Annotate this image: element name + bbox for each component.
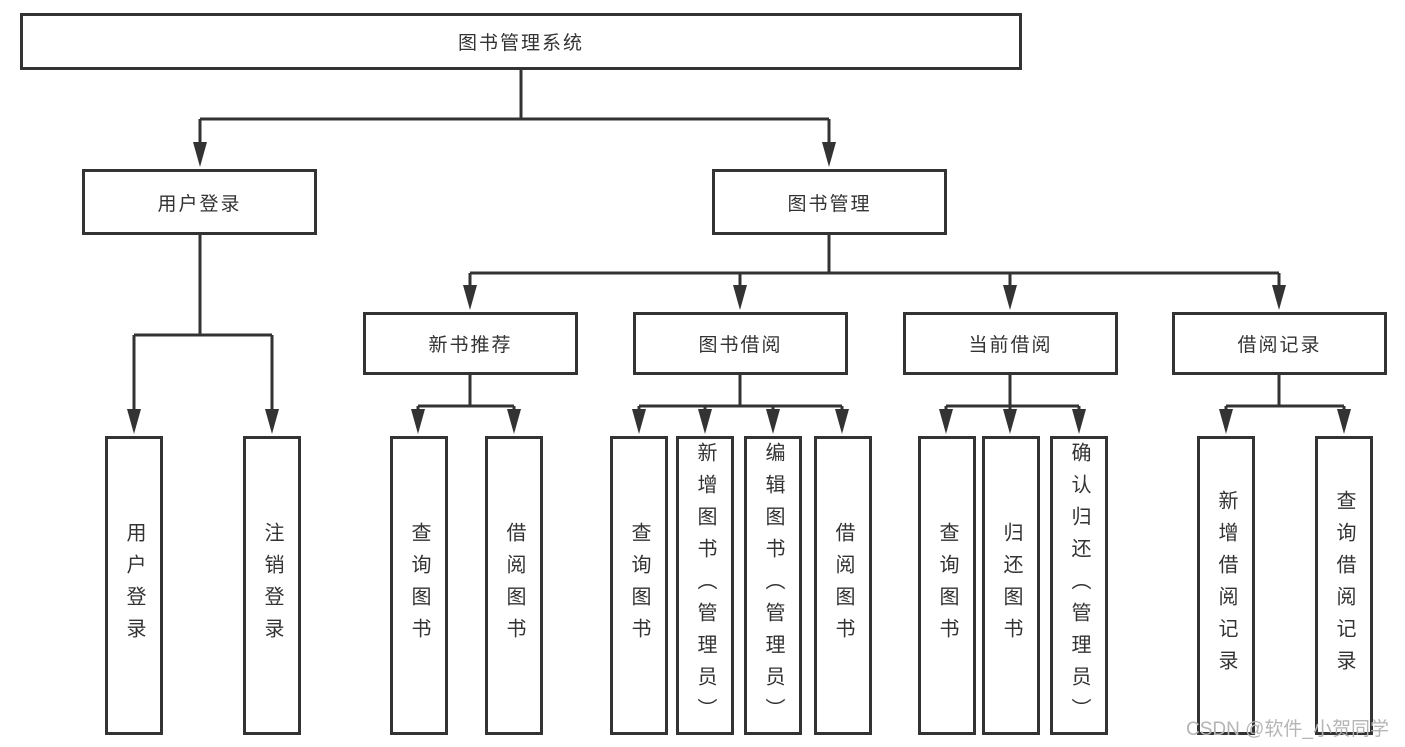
leaf-label: 编辑图书（管理员） — [762, 441, 784, 730]
leaf-label: 确认归还（管理员） — [1068, 441, 1090, 730]
leaf-user-login: 用户登录 — [105, 436, 163, 735]
node-label: 借阅记录 — [1237, 335, 1322, 356]
arrow-down-icon — [1072, 409, 1086, 434]
leaf-confirm-return-admin: 确认归还（管理员） — [1050, 436, 1108, 735]
node-label: 新书推荐 — [428, 335, 513, 356]
arrow-down-icon — [939, 409, 953, 434]
leaf-label: 查询借阅记录 — [1333, 489, 1355, 682]
node-label: 用户登录 — [157, 193, 242, 215]
connector-bookmgmt-to-level3 — [468, 235, 1281, 289]
arrow-down-icon — [507, 409, 521, 434]
leaf-add-borrow-record: 新增借阅记录 — [1197, 436, 1255, 735]
arrow-down-icon — [265, 409, 279, 434]
csdn-watermark: CSDN @软件_小贺同学 — [1186, 719, 1389, 740]
leaf-label: 新增借阅记录 — [1215, 489, 1237, 682]
node-book-management: 图书管理 — [712, 169, 947, 235]
leaf-borrow-books-recommend: 借阅图书 — [485, 436, 543, 735]
leaf-query-books-current: 查询图书 — [918, 436, 976, 735]
arrowheads — [127, 142, 1351, 434]
leaf-edit-book-admin: 编辑图书（管理员） — [744, 436, 802, 735]
leaf-query-books-borrowing: 查询图书 — [610, 436, 668, 735]
node-label: 图书管理系统 — [457, 33, 584, 54]
connector-records-to-leaves — [1224, 375, 1346, 413]
node-label: 图书借阅 — [698, 335, 783, 356]
arrow-down-icon — [1219, 409, 1233, 434]
arrow-down-icon — [632, 409, 646, 434]
leaf-logout: 注销登录 — [243, 436, 301, 735]
arrow-down-icon — [1003, 409, 1017, 434]
leaf-return-book: 归还图书 — [982, 436, 1040, 735]
connector-root-to-level2 — [198, 69, 831, 147]
leaf-query-books-recommend: 查询图书 — [390, 436, 448, 735]
connector-newbook-to-leaves — [416, 375, 516, 413]
node-label: 图书管理 — [787, 193, 872, 215]
leaf-add-book-admin: 新增图书（管理员） — [676, 436, 734, 735]
leaf-label: 借阅图书 — [503, 521, 525, 650]
arrow-down-icon — [411, 409, 425, 434]
node-library-management-system: 图书管理系统 — [20, 13, 1022, 70]
arrow-down-icon — [835, 409, 849, 434]
leaf-label: 新增图书（管理员） — [694, 441, 716, 730]
arrow-down-icon — [698, 409, 712, 434]
leaf-label: 查询图书 — [408, 521, 430, 650]
connector-borrowing-to-leaves — [637, 375, 844, 413]
node-new-book-recommendation: 新书推荐 — [363, 312, 578, 375]
arrow-down-icon — [127, 409, 141, 434]
node-user-login: 用户登录 — [82, 169, 317, 235]
arrow-down-icon — [463, 285, 477, 310]
leaf-label: 查询图书 — [936, 521, 958, 650]
arrow-down-icon — [1003, 285, 1017, 310]
leaf-label: 注销登录 — [261, 521, 283, 650]
node-label: 当前借阅 — [968, 335, 1053, 356]
arrow-down-icon — [1337, 409, 1351, 434]
connector-current-to-leaves — [944, 375, 1081, 413]
leaf-query-borrow-record: 查询借阅记录 — [1315, 436, 1373, 735]
node-borrowing-records: 借阅记录 — [1172, 312, 1387, 375]
leaf-label: 查询图书 — [628, 521, 650, 650]
node-current-borrowing: 当前借阅 — [903, 312, 1118, 375]
arrow-down-icon — [766, 409, 780, 434]
leaf-borrow-books-borrowing: 借阅图书 — [814, 436, 872, 735]
arrow-down-icon — [1272, 285, 1286, 310]
leaf-label: 借阅图书 — [832, 521, 854, 650]
leaf-label: 用户登录 — [123, 521, 145, 650]
arrow-down-icon — [822, 142, 836, 167]
node-book-borrowing: 图书借阅 — [633, 312, 848, 375]
arrow-down-icon — [193, 142, 207, 167]
arrow-down-icon — [733, 285, 747, 310]
leaf-label: 归还图书 — [1000, 521, 1022, 650]
connector-userlogin-to-leaves — [132, 235, 274, 413]
